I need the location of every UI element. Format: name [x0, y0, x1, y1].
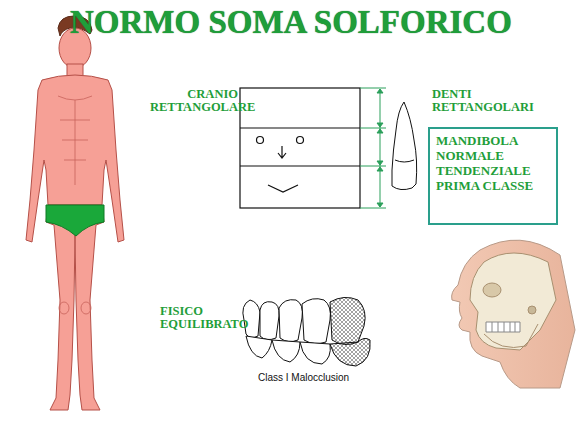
text-box: MANDIBOLA NORMALE TENDENZIALE PRIMA CLAS…	[428, 127, 558, 225]
title: NORMO SOMA SOLFORICO	[70, 4, 512, 41]
dimension-lines	[360, 88, 386, 208]
box-text: MANDIBOLA NORMALE TENDENZIALE PRIMA CLAS…	[436, 133, 550, 193]
skull-illustration	[452, 240, 575, 388]
part-label: DENTI RETTANGOLARI	[432, 88, 542, 114]
part-label: FISICO EQUILIBRATO	[160, 305, 240, 331]
tooth-drawing	[392, 102, 417, 190]
caption-text: Class I Malocclusion	[258, 372, 349, 383]
part-label: CRANIO RETTANGOLARE	[150, 88, 238, 114]
body-figure	[26, 16, 124, 410]
teeth-row	[243, 297, 370, 366]
face-diagram	[240, 88, 360, 208]
